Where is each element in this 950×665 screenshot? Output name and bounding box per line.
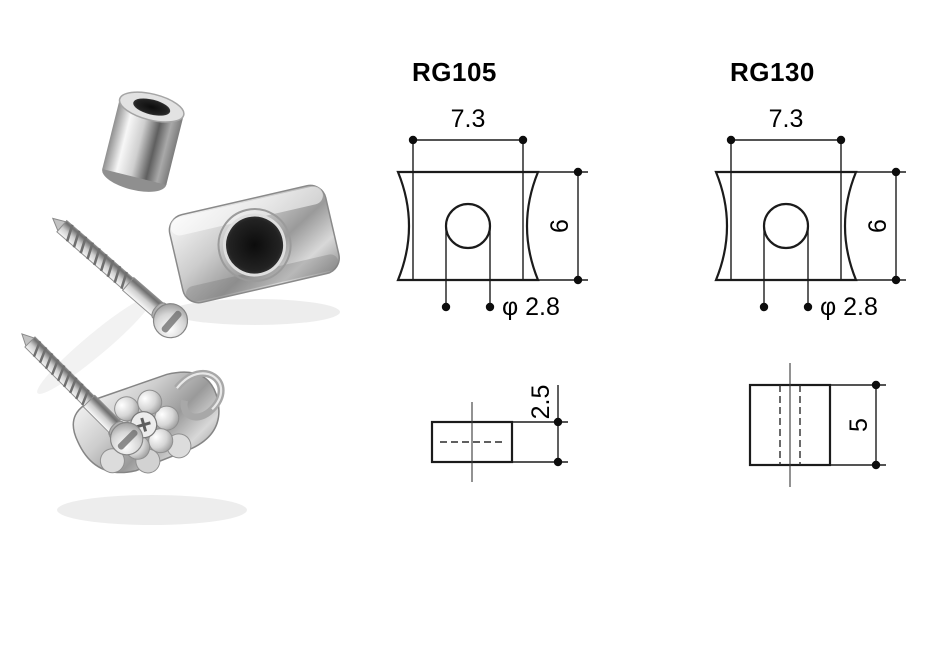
dim-thickness-label: 5 bbox=[845, 418, 873, 432]
drawing-rg105: RG105 7.3 bbox=[380, 45, 630, 525]
product-photo bbox=[9, 91, 340, 525]
dim-height-label: 6 bbox=[546, 219, 574, 233]
guide-outline bbox=[396, 170, 540, 282]
dim-width-label: 7.3 bbox=[451, 105, 486, 133]
width-dimension: 7.3 bbox=[408, 105, 528, 280]
hole-dimension: φ 2.8 bbox=[441, 226, 560, 321]
guide-outline bbox=[714, 170, 858, 282]
string-guide-plate bbox=[168, 184, 340, 304]
thickness-dimension: 2.5 bbox=[512, 385, 568, 467]
rg130-top-view: 7.3 6 φ 2.8 bbox=[714, 105, 906, 321]
guide-hole bbox=[444, 202, 492, 250]
drawing-rg130-svg: 7.3 6 φ 2.8 bbox=[714, 105, 906, 487]
drawing-rg130: RG130 7.3 bbox=[698, 45, 948, 525]
thickness-dimension: 5 bbox=[830, 380, 886, 470]
dim-height-label: 6 bbox=[864, 219, 892, 233]
dim-width-label: 7.3 bbox=[769, 105, 804, 133]
rg105-top-view: 7.3 6 φ 2.8 bbox=[396, 105, 588, 321]
height-dimension: 6 bbox=[856, 167, 906, 285]
dim-thickness-label: 2.5 bbox=[527, 385, 555, 420]
barrel-spacer bbox=[102, 91, 185, 192]
height-dimension: 6 bbox=[538, 167, 588, 285]
shadow bbox=[170, 299, 340, 325]
rg130-side-view: 5 bbox=[748, 363, 886, 487]
phillips-slot bbox=[136, 417, 151, 432]
hole-dimension: φ 2.8 bbox=[759, 226, 878, 321]
drawing-rg105-svg: 7.3 6 φ 2.8 bbox=[396, 105, 588, 482]
roller-retainer bbox=[72, 369, 225, 474]
drawing-title-rg130: RG130 bbox=[730, 57, 815, 87]
rg105-side-view: 2.5 bbox=[430, 385, 568, 482]
guide-hole bbox=[762, 202, 810, 250]
dim-hole-label: φ 2.8 bbox=[820, 293, 878, 321]
dim-hole-label: φ 2.8 bbox=[502, 293, 560, 321]
drawing-title-rg105: RG105 bbox=[412, 57, 497, 87]
width-dimension: 7.3 bbox=[726, 105, 846, 280]
shadow bbox=[57, 495, 247, 525]
